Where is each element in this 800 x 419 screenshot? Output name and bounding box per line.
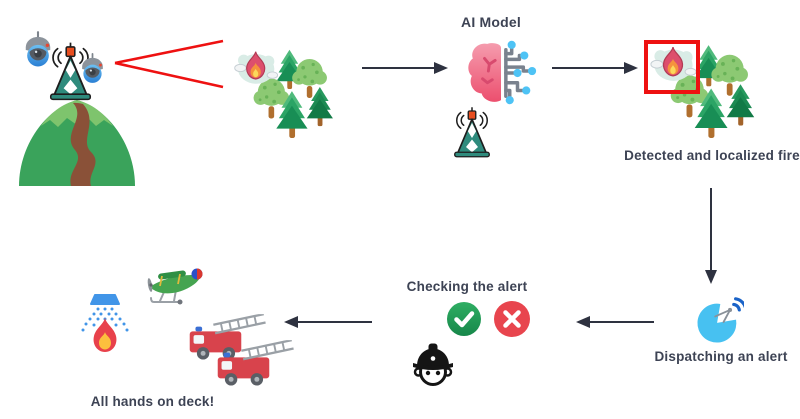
- detected-label: Detected and localized fire: [624, 148, 800, 163]
- satellite-dish-icon: [697, 297, 744, 343]
- forest-fire-icon: [233, 44, 343, 140]
- dispatching-label: Dispatching an alert: [654, 349, 788, 364]
- field-of-view-lines: [114, 39, 224, 89]
- radio-tower-icon: [453, 106, 491, 158]
- arrow-left-icon: [576, 316, 654, 328]
- arrow-left-icon: [284, 316, 372, 328]
- check-icon: [447, 302, 481, 336]
- checking-label: Checking the alert: [406, 279, 528, 294]
- firefighter-icon: [413, 343, 453, 386]
- sprinkler-fire-icon: [81, 294, 129, 352]
- fire-plane-icon: [147, 268, 203, 305]
- arrow-right-icon: [552, 62, 638, 74]
- arrow-right-icon: [362, 62, 448, 74]
- arrow-down-icon: [705, 188, 717, 284]
- brain-circuit-icon: [468, 40, 537, 105]
- all-hands-label: All hands on deck!: [90, 394, 215, 409]
- ai-model-label: AI Model: [461, 14, 521, 30]
- fire-truck-icon: [216, 340, 295, 387]
- detection-box: [644, 40, 700, 94]
- cross-icon: [494, 301, 530, 337]
